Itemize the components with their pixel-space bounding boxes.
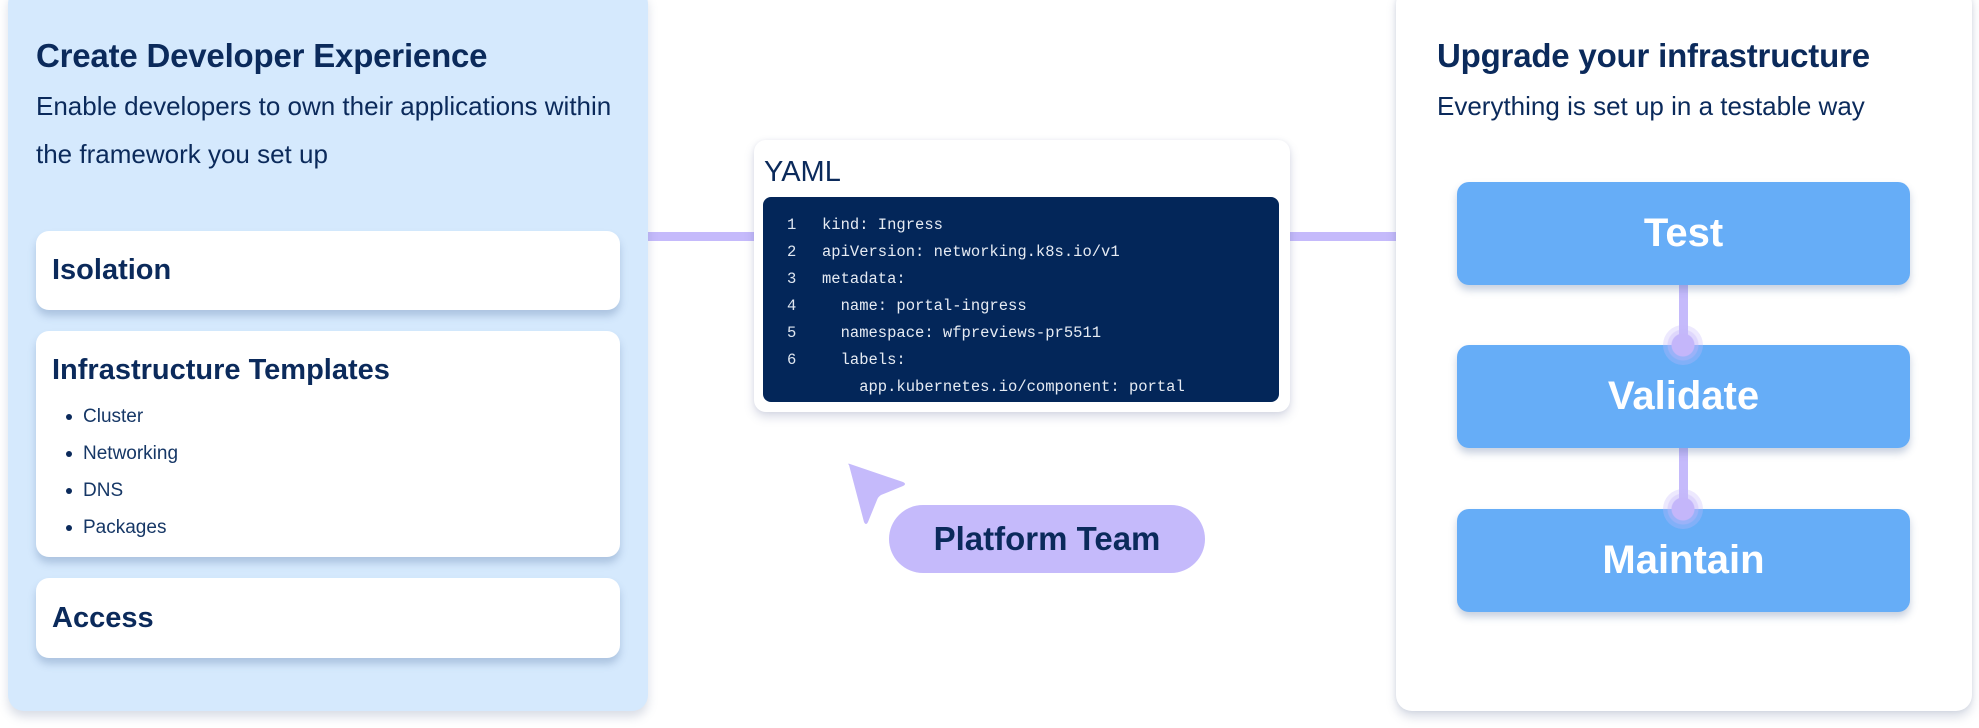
bullet-icon: [66, 488, 72, 494]
panel-title: Create Developer Experience: [36, 37, 488, 74]
bullet-icon: [66, 414, 72, 420]
code-line: app.kubernetes.io/component: portal: [763, 374, 1279, 401]
panel-subtitle: Enable developers to own their applicati…: [36, 91, 612, 169]
cursor-arrow-icon: [848, 463, 905, 524]
code-line: 2 apiVersion: networking.k8s.io/v1: [763, 239, 1279, 266]
list-item: DNS: [66, 472, 178, 509]
card-title: Access: [52, 602, 154, 634]
step-maintain[interactable]: Maintain: [1457, 509, 1910, 612]
developer-experience-panel: Create Developer Experience Enable devel…: [8, 0, 648, 711]
bullet-icon: [66, 525, 72, 531]
list-item: Networking: [66, 435, 178, 472]
access-card[interactable]: Access: [36, 578, 620, 658]
template-list: Cluster Networking DNS Packages: [66, 398, 178, 546]
code-line: 1 kind: Ingress: [763, 212, 1279, 239]
code-text: namespace: wfpreviews-pr5511: [822, 324, 1102, 342]
code-text: app.kubernetes.io/component: portal: [822, 378, 1185, 396]
list-item-label: Packages: [83, 517, 167, 538]
step-connector: [1679, 278, 1688, 348]
line-number: 1: [787, 216, 797, 234]
connector-node-dot: [1663, 489, 1703, 529]
list-item: Cluster: [66, 398, 178, 435]
code-line: 4 name: portal-ingress: [763, 293, 1279, 320]
code-line: 6 labels:: [763, 347, 1279, 374]
code-text: name: portal-ingress: [822, 297, 1027, 315]
connector-node-dot: [1663, 325, 1703, 365]
line-number: 6: [787, 351, 797, 369]
line-number: 3: [787, 270, 797, 288]
code-line: 3 metadata:: [763, 266, 1279, 293]
list-item-label: Cluster: [83, 406, 144, 427]
yaml-label: YAML: [764, 156, 841, 188]
list-item-label: DNS: [83, 480, 124, 501]
line-number: 2: [787, 243, 797, 261]
panel-subtitle: Everything is set up in a testable way: [1437, 91, 1865, 121]
panel-title: Upgrade your infrastructure: [1437, 37, 1870, 74]
bullet-icon: [66, 451, 72, 457]
list-item: Packages: [66, 509, 178, 546]
code-line: 5 namespace: wfpreviews-pr5511: [763, 320, 1279, 347]
code-text: labels:: [822, 351, 906, 369]
code-text: kind: Ingress: [822, 216, 943, 234]
infrastructure-templates-card[interactable]: Infrastructure Templates Cluster Network…: [36, 331, 620, 557]
yaml-card: YAML 1 kind: Ingress 2 apiVersion: network…: [754, 140, 1290, 412]
step-connector: [1679, 438, 1688, 510]
code-text: metadata:: [822, 270, 906, 288]
code-text: apiVersion: networking.k8s.io/v1: [822, 243, 1120, 261]
connector-yaml-to-right: [1275, 232, 1405, 241]
step-test[interactable]: Test: [1457, 182, 1910, 285]
card-title: Infrastructure Templates: [52, 354, 390, 386]
line-number: 4: [787, 297, 797, 315]
code-block[interactable]: 1 kind: Ingress 2 apiVersion: networking.k…: [763, 197, 1279, 402]
card-title: Isolation: [52, 254, 172, 286]
line-number: 5: [787, 324, 797, 342]
platform-team-badge: Platform Team: [889, 505, 1205, 573]
isolation-card[interactable]: Isolation: [36, 231, 620, 310]
list-item-label: Networking: [83, 443, 179, 464]
upgrade-infrastructure-panel: Upgrade your infrastructure Everything i…: [1396, 0, 1972, 711]
connector-left-to-yaml: [640, 232, 770, 241]
